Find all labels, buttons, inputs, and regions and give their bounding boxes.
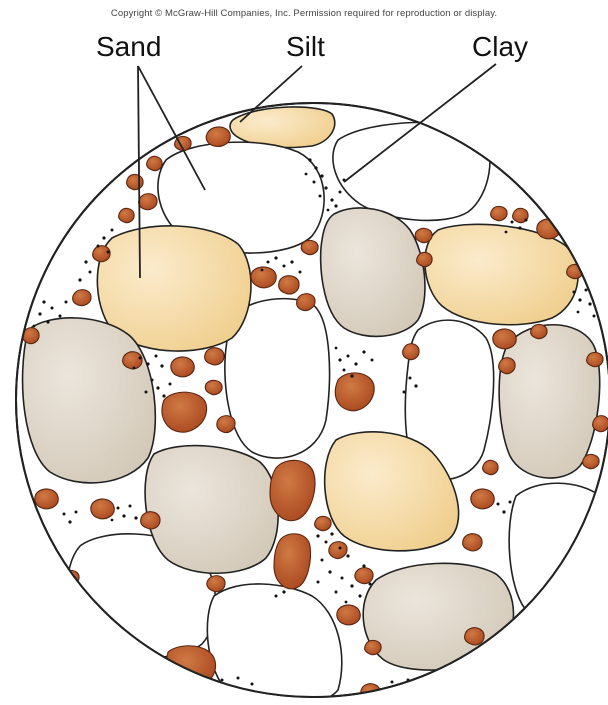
silt-particle xyxy=(147,156,163,170)
silt-particle xyxy=(593,416,608,432)
silt-particle xyxy=(403,344,419,360)
silt-particle xyxy=(167,646,216,688)
silt-particle xyxy=(279,276,299,294)
silt-particle xyxy=(337,605,360,625)
silt-particle xyxy=(35,489,58,509)
silt-particle xyxy=(465,628,484,645)
silt-particle xyxy=(141,512,160,529)
silt-particle xyxy=(491,206,507,220)
silt-particle xyxy=(171,357,194,377)
sand-grain-grey xyxy=(145,446,278,574)
silt-particle xyxy=(251,267,276,288)
sand-grain-grey xyxy=(23,318,156,483)
sand-grain-grey xyxy=(363,563,513,670)
silt-particle xyxy=(415,228,432,242)
silt-particle xyxy=(119,208,135,222)
clay-particle xyxy=(308,158,311,161)
silt-particle xyxy=(217,416,235,433)
silt-particle xyxy=(471,489,494,509)
silt-particle xyxy=(531,324,547,338)
silt-particle xyxy=(205,380,222,394)
silt-particle xyxy=(315,516,331,530)
silt-particle xyxy=(417,252,433,266)
silt-particle xyxy=(463,534,482,551)
silt-particle xyxy=(301,240,318,254)
silt-particle xyxy=(329,542,347,559)
silt-particle xyxy=(73,290,91,306)
silt-particle xyxy=(93,246,110,262)
silt-particle xyxy=(91,499,114,519)
sand-grain-tan xyxy=(425,224,578,324)
silt-particle xyxy=(127,174,143,189)
silt-particle xyxy=(355,568,373,584)
silt-particle xyxy=(583,454,599,468)
silt-particle xyxy=(499,358,515,374)
sand-grain-white xyxy=(509,483,607,626)
silt-particle xyxy=(139,194,157,210)
silt-particle xyxy=(123,352,142,369)
silt-particle xyxy=(365,640,381,654)
silt-particle xyxy=(483,460,499,474)
silt-particle xyxy=(587,352,603,366)
silt-particle xyxy=(207,576,225,592)
silt-particle xyxy=(493,329,516,349)
silt-particle xyxy=(205,348,224,365)
silt-particle xyxy=(297,294,315,311)
sand-grain-grey xyxy=(499,325,600,478)
silt-particle xyxy=(206,127,230,147)
